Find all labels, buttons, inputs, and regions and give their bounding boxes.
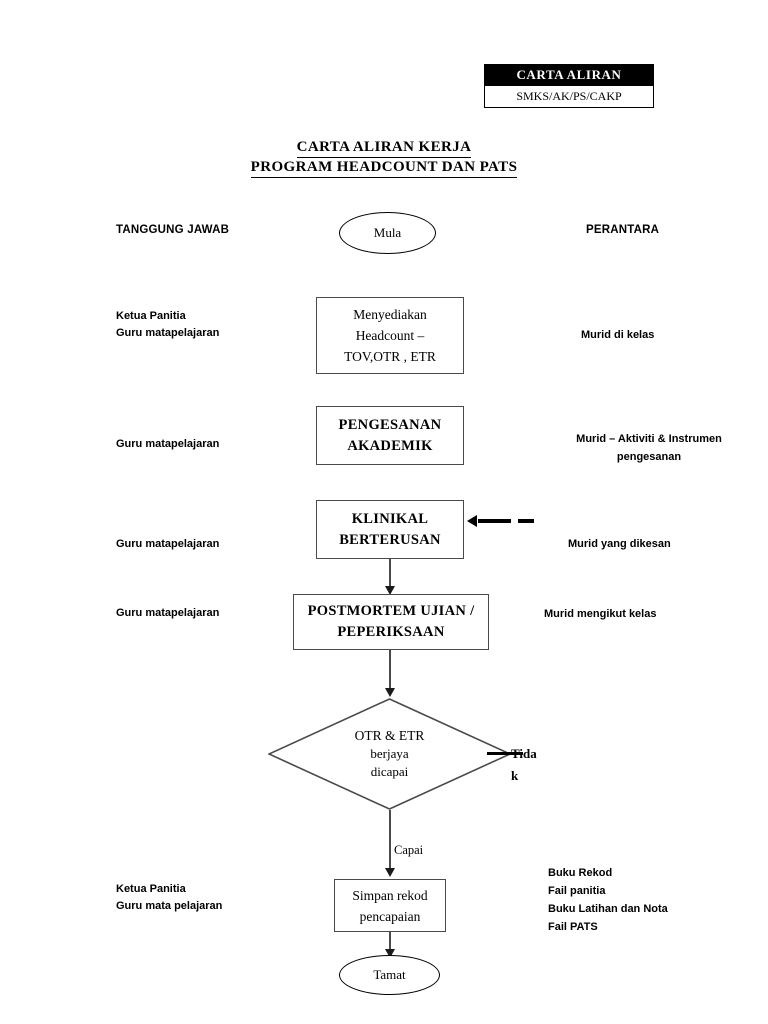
responsibility-postmortem: Guru matapelajaran: [116, 607, 220, 619]
decision-text-line-2: berjaya: [370, 746, 409, 761]
branch-label-tidak: Tidak: [511, 746, 537, 783]
media-klinikal: Murid yang dikesan: [568, 538, 671, 550]
process-box-klinikal: KLINIKAL BERTERUSAN: [316, 500, 464, 559]
connector-arrowhead-simpan-icon: [384, 868, 395, 877]
connector-simpan-to-end: [389, 932, 391, 955]
connector-arrowhead-decision-icon: [384, 688, 395, 697]
decision-text-line-3: dicapai: [370, 764, 409, 779]
responsibility-klinikal: Guru matapelajaran: [116, 538, 220, 550]
branch-label-capai: Capai: [394, 843, 424, 857]
column-heading-media: PERANTARA: [586, 224, 660, 236]
page-title-line-2: PROGRAM HEADCOUNT DAN PATS: [250, 158, 518, 178]
stamp-title: CARTA ALIRAN: [485, 65, 653, 86]
process-box-headcount: Menyediakan Headcount – TOV,OTR , ETR: [316, 297, 464, 374]
connector-klinikal-to-postmortem: [389, 559, 391, 592]
media-headcount: Murid di kelas: [581, 329, 655, 341]
connector-postmortem-to-decision: [389, 650, 391, 694]
connector-arrowhead-end-icon: [384, 949, 395, 958]
responsibility-headcount: Ketua Panitia Guru matapelajaran: [116, 310, 220, 339]
flow-end-label: Tamat: [373, 967, 406, 982]
flow-start-terminator: Mula: [339, 212, 436, 254]
connector-arrowhead-postmortem-icon: [384, 586, 395, 595]
media-simpan: Buku Rekod Fail panitia Buku Latihan dan…: [548, 867, 668, 933]
feedback-arrowhead-icon: [467, 515, 477, 527]
process-box-postmortem: POSTMORTEM UJIAN / PEPERIKSAAN: [293, 594, 489, 650]
feedback-dash-segment-1: [478, 519, 511, 523]
flow-start-label: Mula: [373, 225, 402, 240]
document-stamp-box: CARTA ALIRAN SMKS/AK/PS/CAKP: [484, 64, 654, 108]
decision-text-line-1: OTR & ETR: [354, 728, 425, 743]
column-heading-responsibility: TANGGUNG JAWAB: [116, 224, 230, 236]
process-box-simpan: Simpan rekod pencapaian: [334, 879, 446, 932]
decision-diamond-text: OTR & ETR berjaya dicapai: [268, 698, 511, 810]
connector-decision-to-simpan: [389, 810, 391, 873]
process-box-pengesanan: PENGESANAN AKADEMIK: [316, 406, 464, 465]
stamp-document-code: SMKS/AK/PS/CAKP: [485, 86, 653, 107]
decision-diamond-shape-icon: [268, 698, 511, 810]
responsibility-simpan: Ketua Panitia Guru mata pelajaran: [116, 883, 223, 912]
page-title-line-1: CARTA ALIRAN KERJA: [296, 138, 472, 158]
branch-line-tidak: [487, 752, 523, 755]
feedback-dash-segment-2: [518, 519, 534, 523]
decision-diamond-keputusan: OTR & ETR berjaya dicapai: [268, 698, 511, 810]
flow-end-terminator: Tamat: [339, 955, 440, 995]
media-pengesanan: Murid – Aktiviti & Instrumen pengesanan: [576, 433, 722, 463]
responsibility-pengesanan: Guru matapelajaran: [116, 438, 220, 450]
media-postmortem: Murid mengikut kelas: [544, 608, 657, 620]
page-title: CARTA ALIRAN KERJA PROGRAM HEADCOUNT DAN…: [0, 138, 768, 178]
